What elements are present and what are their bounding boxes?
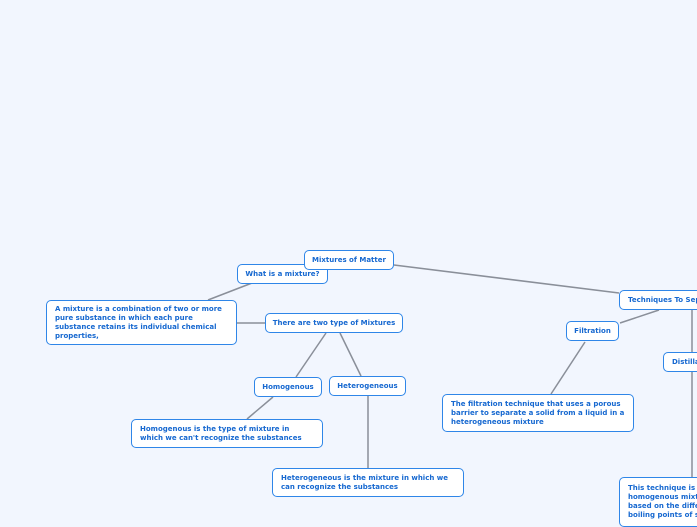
node-label: Heterogeneous is the mixture in which we… [281,473,448,491]
node-label: Techniques To Sep [628,295,697,304]
node-label: The filtration technique that uses a por… [451,399,625,426]
node-homogenous[interactable]: Homogenous [254,377,322,397]
connector-filtration-desc [550,341,586,395]
node-techniques[interactable]: Techniques To Sep [619,290,697,310]
node-label: What is a mixture? [245,269,320,278]
connector-central-techniques [393,264,620,294]
node-central-topic[interactable]: Mixtures of Matter [304,250,394,270]
node-label: Heterogeneous [337,381,398,390]
node-distillation-desc[interactable]: This technique is t homogenous mixt base… [619,477,697,527]
node-filtration[interactable]: Filtration [566,321,619,341]
node-label: This technique is t homogenous mixt base… [628,484,697,519]
node-distillation[interactable]: Distilla [663,352,697,372]
node-label: Mixtures of Matter [312,255,386,264]
connector-types-homogenous [295,332,327,378]
node-two-types[interactable]: There are two type of Mixtures [265,313,403,333]
connector-whatis-answer [207,282,253,301]
connector-techniques-filtration [619,309,660,324]
node-label: Distilla [672,357,697,366]
connector-types-heterogeneous [339,332,362,377]
node-label: Homogenous is the type of mixture in whi… [140,424,302,442]
node-label: There are two type of Mixtures [272,318,396,327]
node-heterogeneous[interactable]: Heterogeneous [329,376,406,396]
node-heterogeneous-desc[interactable]: Heterogeneous is the mixture in which we… [272,468,464,497]
node-label: Filtration [574,326,611,335]
node-mixture-definition[interactable]: A mixture is a combination of two or mor… [46,300,237,345]
node-homogenous-desc[interactable]: Homogenous is the type of mixture in whi… [131,419,323,448]
connector-homogenous-desc [246,396,274,420]
node-filtration-desc[interactable]: The filtration technique that uses a por… [442,394,634,432]
node-label: Homogenous [262,382,314,391]
node-label: A mixture is a combination of two or mor… [55,304,222,340]
